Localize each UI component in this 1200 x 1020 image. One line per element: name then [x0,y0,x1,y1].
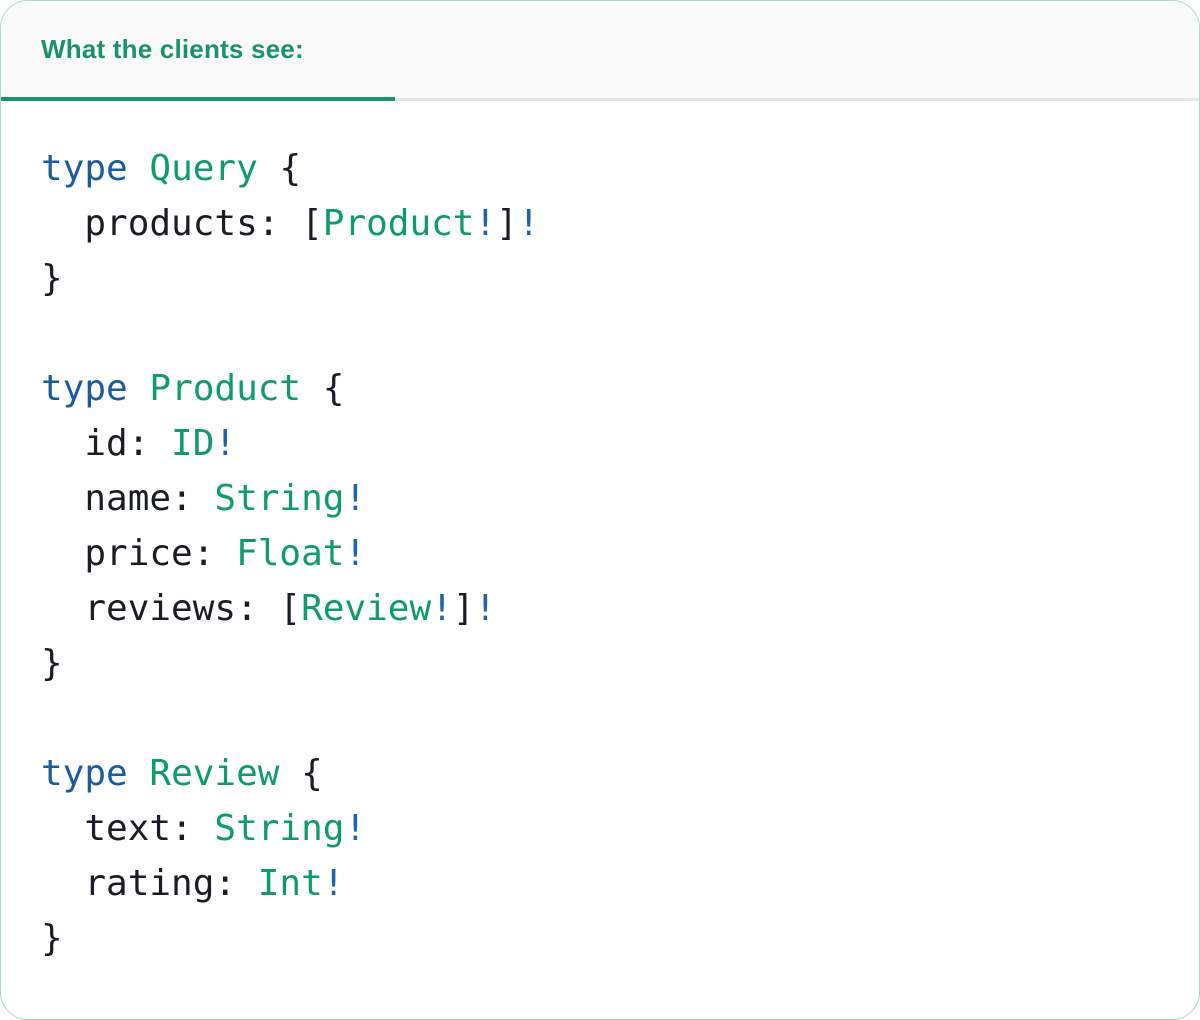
code-line: } [41,251,1199,306]
code-line: name: String! [41,471,1199,526]
code-line: products: [Product!]! [41,196,1199,251]
tab-what-the-clients-see[interactable]: What the clients see: [41,34,304,65]
code-line: type Product { [41,361,1199,416]
code-token-plain: reviews: [ [41,588,302,629]
code-token-plain [128,753,150,794]
code-token-keyword: type [41,753,128,794]
code-line: id: ID! [41,416,1199,471]
code-line: reviews: [Review!]! [41,581,1199,636]
code-token-plain: rating: [41,863,258,904]
code-block: type Query { products: [Product!]!} type… [1,101,1199,966]
code-token-plain: { [301,368,345,409]
code-token-bang: ! [344,808,367,849]
code-token-plain: { [257,148,302,189]
code-token-plain: ] [452,588,475,629]
code-line: type Review { [41,746,1199,801]
code-token-keyword: type [41,148,128,189]
code-line: type Query { [41,141,1199,196]
code-token-type: Review [301,588,432,629]
code-token-bang: ! [431,588,453,629]
code-line: text: String! [41,801,1199,856]
code-token-type: Int [257,863,323,904]
code-token-bang: ! [474,203,497,244]
code-token-plain: ] [496,203,518,244]
code-line: price: Float! [41,526,1199,581]
code-token-type: String [214,808,345,849]
code-token-bang: ! [517,203,540,244]
code-token-type: Product [149,368,302,409]
code-line [41,306,1199,361]
code-token-type: String [214,478,345,519]
code-token-type: Product [322,203,475,244]
code-token-bang: ! [344,533,367,574]
code-token-plain: { [279,753,323,794]
code-token-plain: text: [41,808,215,849]
code-token-plain [128,368,150,409]
code-line: rating: Int! [41,856,1199,911]
code-token-keyword: type [41,368,128,409]
code-token-type: ID [171,423,215,464]
code-line: } [41,911,1199,966]
code-token-plain: } [41,643,63,684]
code-line: } [41,636,1199,691]
active-tab-indicator [1,97,395,101]
code-token-plain: products: [ [41,203,323,244]
tab-bar: What the clients see: [1,1,1199,101]
code-token-plain: } [41,918,63,959]
code-token-bang: ! [322,863,345,904]
code-token-bang: ! [214,423,237,464]
code-token-type: Review [149,753,280,794]
code-token-plain: price: [41,533,237,574]
code-token-plain: id: [41,423,172,464]
tab-label: What the clients see: [41,34,304,64]
code-token-plain: } [41,258,63,299]
code-token-type: Query [149,148,258,189]
code-token-bang: ! [344,478,367,519]
code-token-plain: name: [41,478,215,519]
code-line [41,691,1199,746]
code-token-bang: ! [474,588,497,629]
code-token-type: Float [236,533,345,574]
code-token-plain [128,148,150,189]
